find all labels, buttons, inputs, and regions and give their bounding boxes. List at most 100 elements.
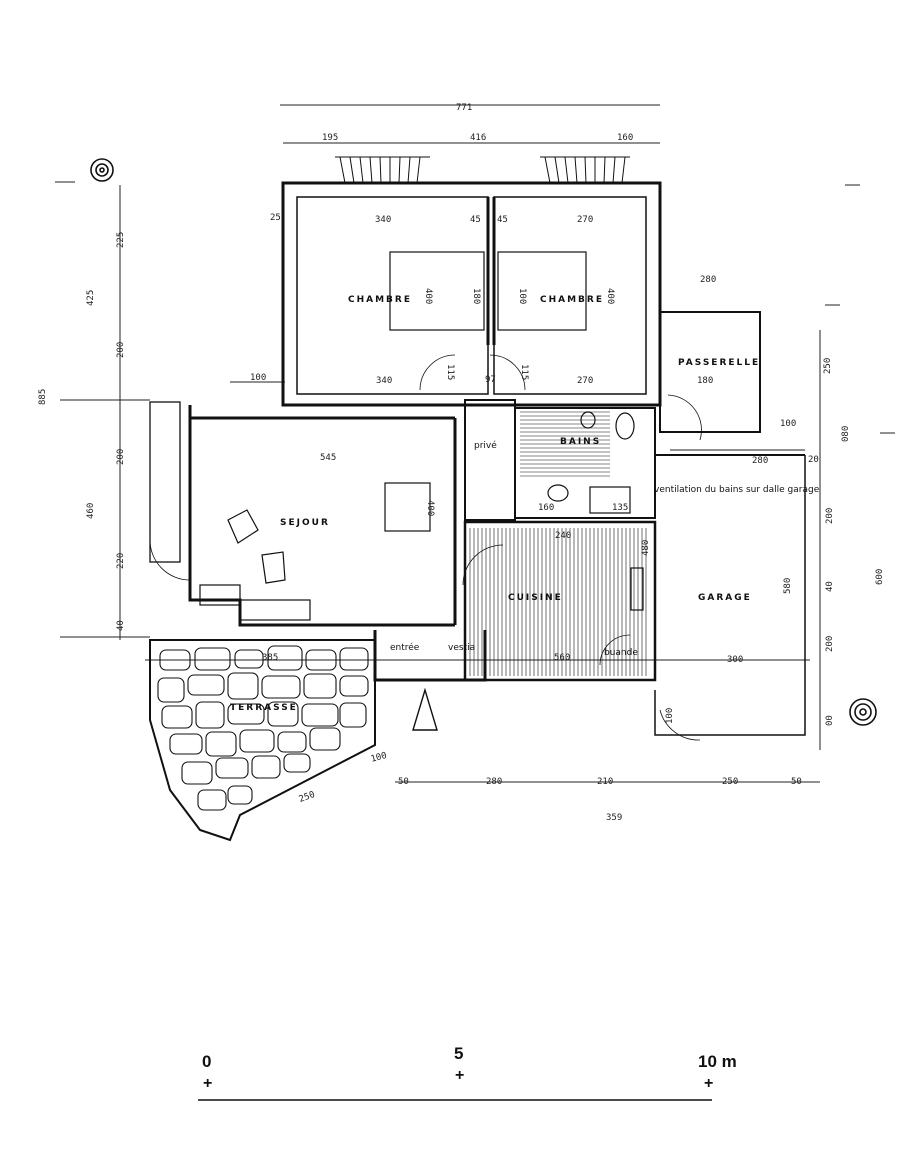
inner-dim: 97 — [485, 375, 496, 385]
right-dim-4: 200 — [825, 508, 835, 524]
scale-tick-0: + — [203, 1075, 213, 1092]
dimension-lines — [55, 104, 895, 783]
room-chambre-right: CHAMBRE — [540, 295, 604, 305]
right-dim-6: 200 — [825, 636, 835, 652]
left-dim-6: 460 — [86, 503, 96, 519]
room-terrasse: TERRASSE — [230, 703, 298, 713]
bottom-dim-3: 210 — [597, 777, 613, 787]
kitchen-floor-hatching — [469, 528, 647, 676]
paving-stone — [251, 755, 281, 779]
inner-dim: 45 — [470, 215, 481, 225]
paving-stone — [157, 677, 185, 703]
paving-stone — [205, 731, 237, 757]
paving-stone — [195, 701, 225, 729]
inner-dim: 160 — [538, 503, 554, 513]
paving-stone — [305, 649, 337, 671]
inner-dim: 270 — [577, 215, 593, 225]
paving-stone — [197, 789, 227, 811]
room-prive: privé — [474, 440, 497, 451]
inner-dim: 280 — [752, 456, 768, 466]
room-vestiaire: vestia — [448, 643, 475, 653]
living-furniture — [199, 509, 311, 621]
inner-dim: 400 — [605, 288, 615, 304]
inner-dim: 280 — [700, 275, 716, 285]
left-dim-1: 225 — [116, 232, 126, 248]
left-dim-5: 200 — [116, 449, 126, 465]
room-entree: entrée — [390, 642, 420, 653]
terrace-stone-paving — [149, 639, 376, 842]
inner-dim: 115 — [445, 364, 455, 380]
bath-floor-hatching — [520, 411, 610, 477]
left-dim-2: 425 — [86, 290, 96, 306]
room-sejour: SEJOUR — [280, 518, 330, 528]
inner-dim: 240 — [555, 531, 571, 541]
inner-dim: 300 — [727, 655, 743, 665]
right-dim-1: 250 — [823, 358, 833, 374]
terrace-dim-2: 100 — [370, 751, 388, 765]
paving-stone — [267, 701, 299, 727]
paving-stone — [277, 731, 307, 753]
paving-stone — [187, 674, 225, 696]
scale-label-10: 10 m — [698, 1052, 737, 1071]
scale-label-5: 5 — [454, 1044, 464, 1063]
top-dim-2: 416 — [470, 133, 486, 143]
paving-stone — [283, 753, 311, 773]
inner-dim: 180 — [471, 288, 481, 304]
room-bains: BAINS — [560, 437, 601, 447]
beds — [384, 251, 587, 532]
paving-stone — [303, 673, 337, 699]
north-arrow-triangle — [412, 687, 438, 731]
paving-stone — [181, 761, 213, 785]
bottom-dim-2: 280 — [486, 777, 502, 787]
paving-stone — [161, 705, 193, 729]
paving-stone — [339, 647, 369, 671]
inner-dim: 545 — [320, 453, 336, 463]
paving-stone — [159, 649, 191, 671]
inner-dim: 385 — [262, 653, 278, 663]
inner-dim: 135 — [612, 503, 628, 513]
stairs-top — [335, 156, 630, 184]
paving-stone — [261, 675, 301, 699]
scale-tick-5: + — [455, 1067, 465, 1084]
room-garage: GARAGE — [698, 593, 752, 603]
paving-stone — [267, 645, 303, 671]
inner-dim: 25 — [270, 213, 281, 223]
paving-stone — [339, 675, 369, 697]
paving-stone — [194, 647, 231, 671]
inner-dim: 400 — [425, 500, 435, 516]
paving-stone — [301, 703, 339, 727]
right-dim-3: 20 — [808, 455, 819, 465]
left-dim-8: 40 — [116, 620, 126, 631]
right-dim-7: 00 — [825, 715, 835, 726]
scale-tick-10: + — [704, 1075, 714, 1092]
bottom-dim-4: 250 — [722, 777, 738, 787]
garage-dim: 580 — [783, 578, 793, 594]
passerelle-dim: 100 — [780, 419, 796, 429]
inner-dim: 100 — [517, 288, 527, 304]
left-dim-4: 885 — [38, 389, 48, 405]
top-dim-1: 195 — [322, 133, 338, 143]
paving-stone — [227, 703, 265, 725]
bath-fixtures — [547, 411, 644, 611]
scale-label-0: 0 — [202, 1052, 212, 1071]
inner-dim: 45 — [497, 215, 508, 225]
paving-stone — [239, 729, 275, 753]
room-passerelle: PASSERELLE — [678, 358, 760, 368]
paving-stone — [215, 757, 249, 779]
paving-stone — [227, 785, 253, 805]
inner-dim: 115 — [519, 364, 529, 380]
bottom-total-dim: 359 — [606, 813, 622, 823]
inner-dim: 400 — [423, 288, 433, 304]
bottom-dim-1: 50 — [398, 777, 409, 787]
garage-door-dim: 100 — [665, 708, 675, 724]
paving-stone — [234, 649, 264, 669]
stamp-mark-top — [90, 158, 114, 182]
paving-stone — [227, 672, 259, 700]
inner-dim: 180 — [697, 376, 713, 386]
room-chambre-left: CHAMBRE — [348, 295, 412, 305]
bottom-dim-5: 50 — [791, 777, 802, 787]
room-cuisine: CUISINE — [508, 593, 563, 603]
paving-stone — [339, 702, 367, 728]
inner-dim: 340 — [376, 376, 392, 386]
inner-dim: 340 — [375, 215, 391, 225]
